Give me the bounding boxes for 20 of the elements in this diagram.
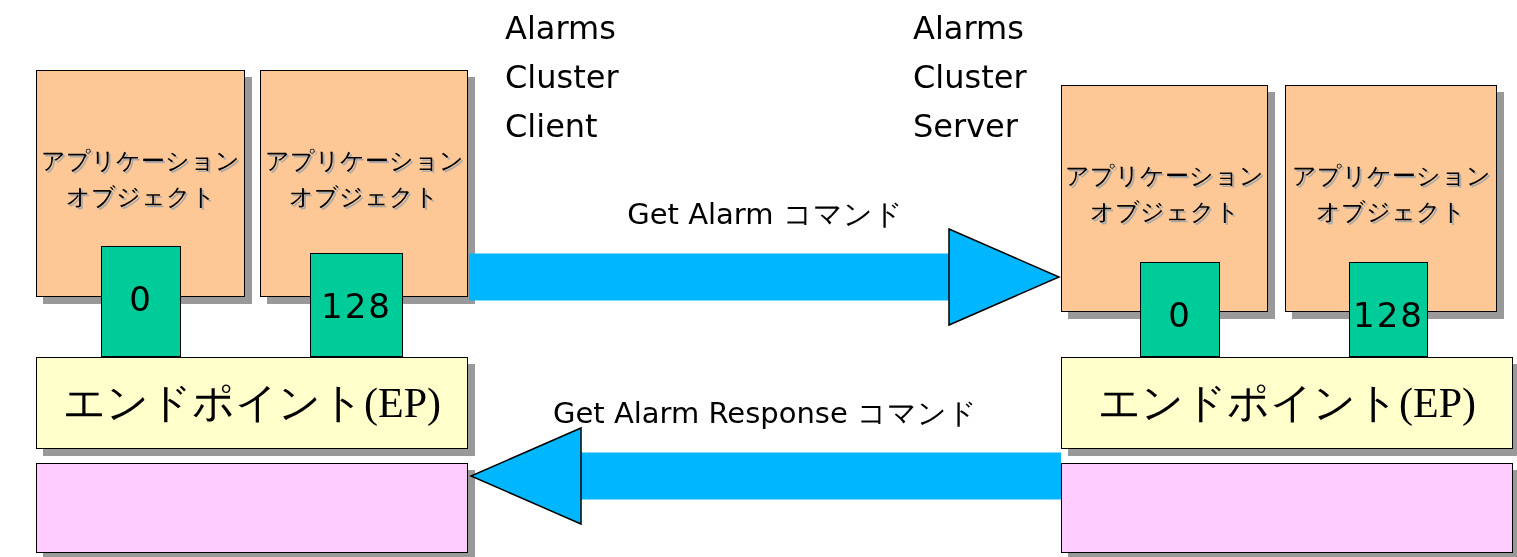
node-text: アプリケーションオブジェクト xyxy=(40,146,241,213)
endpoint-number-tab xyxy=(310,253,403,357)
node-text: アプリケーションオブジェクト xyxy=(263,146,465,213)
node-text: 0 xyxy=(129,279,153,321)
node-text: 128 xyxy=(321,286,392,328)
cluster-label: Alarms Cluster Server xyxy=(913,8,1028,147)
node-text: 0 xyxy=(1168,295,1192,337)
block-arrow xyxy=(469,228,1060,326)
endpoint-number-tab xyxy=(101,246,181,357)
cluster-label: Alarms Cluster Client xyxy=(505,8,620,147)
endpoint-number-tab xyxy=(1140,262,1220,357)
node-text: アプリケーションオブジェクト xyxy=(1290,161,1492,228)
node-text: アプリケーションオブジェクト xyxy=(1064,161,1265,228)
node-text: エンドポイント(EP) xyxy=(1098,379,1476,428)
edge-label: Get Alarm コマンド xyxy=(627,196,903,233)
node-text: エンドポイント(EP) xyxy=(63,379,441,428)
edge-label: Get Alarm Response コマンド xyxy=(553,395,977,432)
endpoint-number-tab xyxy=(1349,262,1428,357)
block-arrow xyxy=(470,427,1061,525)
node-text: 128 xyxy=(1353,295,1424,337)
